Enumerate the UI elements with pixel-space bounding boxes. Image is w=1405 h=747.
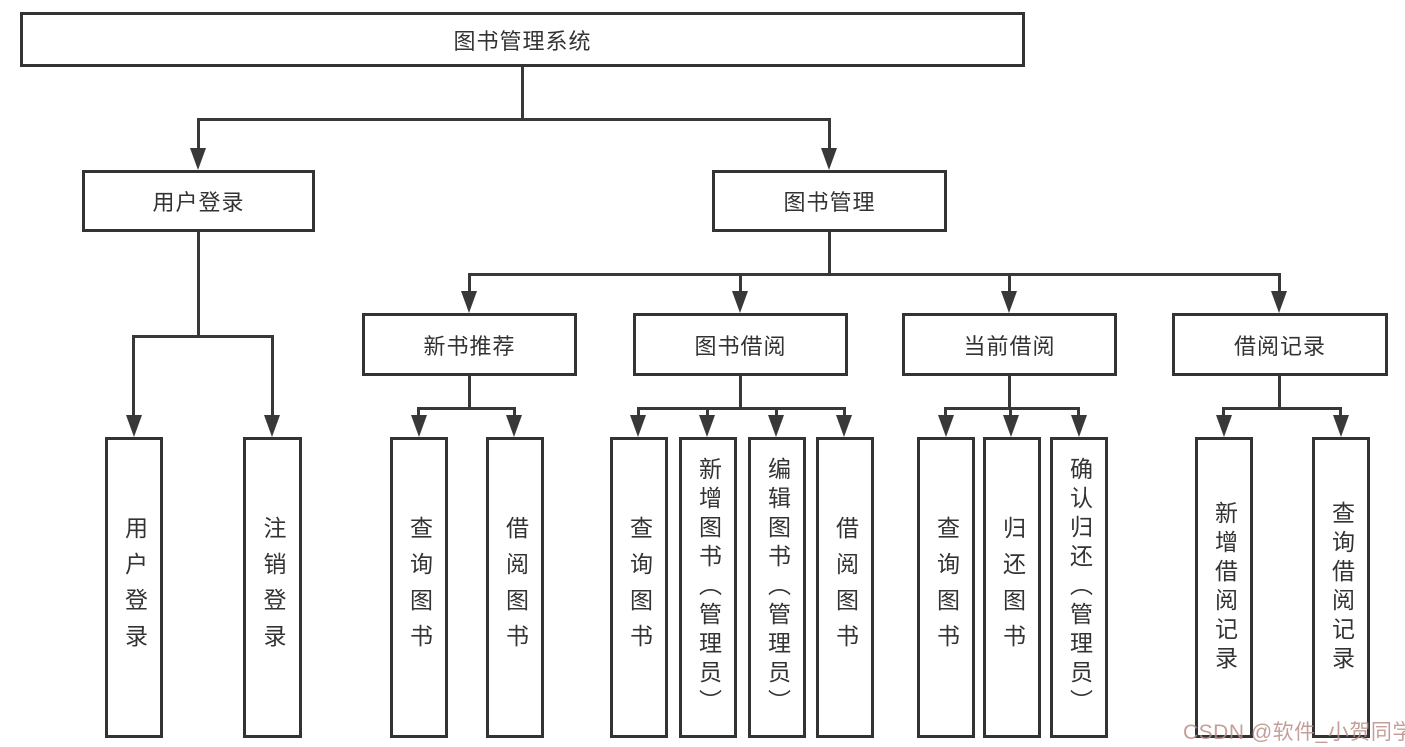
- connector-arrow: [836, 415, 852, 437]
- leaf-add-book-admin: 新增图书（管理员）: [679, 437, 737, 738]
- connector-arrow: [1333, 415, 1349, 437]
- leaf-query-borrow-record: 查询借阅记录: [1312, 437, 1370, 738]
- node-borrow-record: 借阅记录: [1172, 313, 1388, 376]
- connector-arrow: [506, 415, 522, 437]
- node-label: 查询借阅记录: [1328, 500, 1355, 675]
- node-label: 新书推荐: [423, 333, 516, 359]
- node-label: 用户登录: [121, 515, 148, 660]
- node-book-management: 图书管理: [712, 170, 947, 232]
- node-book-borrow: 图书借阅: [633, 313, 848, 376]
- leaf-add-borrow-record: 新增借阅记录: [1195, 437, 1253, 738]
- node-label: 查询图书: [406, 515, 433, 660]
- node-root: 图书管理系统: [20, 12, 1025, 67]
- connector-line: [513, 407, 516, 417]
- node-label: 查询图书: [626, 515, 653, 660]
- connector-line: [944, 407, 1080, 410]
- leaf-query-book-1: 查询图书: [390, 437, 448, 738]
- node-label: 借阅记录: [1233, 333, 1326, 359]
- leaf-user-login: 用户登录: [105, 437, 163, 738]
- connector-line: [706, 407, 709, 417]
- connector-arrow: [1216, 415, 1232, 437]
- node-label: 新增借阅记录: [1211, 500, 1238, 675]
- connector-arrow: [1071, 415, 1087, 437]
- connector-line: [1222, 407, 1225, 417]
- node-label: 借阅图书: [502, 515, 529, 660]
- leaf-return-book: 归还图书: [983, 437, 1041, 738]
- connector-line: [521, 67, 524, 118]
- connector-arrow: [732, 291, 748, 313]
- connector-line: [828, 232, 831, 273]
- connector-arrow: [768, 415, 784, 437]
- connector-arrow: [190, 148, 206, 170]
- connector-line: [132, 335, 135, 416]
- node-label: 借阅图书: [832, 515, 859, 660]
- connector-line: [944, 407, 947, 417]
- leaf-confirm-return-admin: 确认归还（管理员）: [1050, 437, 1108, 738]
- leaf-edit-book-admin: 编辑图书（管理员）: [748, 437, 806, 738]
- node-label: 当前借阅: [963, 333, 1056, 359]
- connector-line: [828, 118, 831, 149]
- node-label: 图书管理: [783, 190, 876, 215]
- leaf-query-book-3: 查询图书: [917, 437, 975, 738]
- node-label: 图书借阅: [694, 333, 787, 359]
- leaf-borrow-book-1: 借阅图书: [486, 437, 544, 738]
- node-label: 图书管理系统: [453, 28, 592, 54]
- node-label: 确认归还（管理员）: [1066, 457, 1093, 718]
- connector-arrow: [1003, 415, 1019, 437]
- node-label: 用户登录: [152, 190, 245, 215]
- connector-arrow: [630, 415, 646, 437]
- connector-line: [775, 407, 778, 417]
- connector-line: [468, 273, 1281, 276]
- connector-line: [1222, 407, 1342, 410]
- connector-line: [637, 407, 640, 417]
- connector-line: [197, 118, 831, 121]
- connector-line: [132, 335, 274, 338]
- connector-arrow: [264, 415, 280, 437]
- node-label: 注销登录: [260, 515, 286, 660]
- connector-line: [843, 407, 846, 417]
- connector-arrow: [938, 415, 954, 437]
- connector-line: [1339, 407, 1342, 417]
- connector-line: [739, 273, 742, 293]
- connector-line: [739, 376, 742, 407]
- connector-line: [1278, 273, 1281, 293]
- csdn-watermark: CSDN @软件_小贺同学: [1183, 721, 1405, 744]
- connector-line: [468, 273, 471, 293]
- connector-line: [637, 407, 846, 410]
- connector-arrow: [1001, 291, 1017, 313]
- connector-line: [1077, 407, 1080, 417]
- connector-line: [197, 232, 200, 335]
- connector-arrow: [699, 415, 715, 437]
- leaf-logout: 注销登录: [243, 437, 302, 738]
- connector-arrow: [126, 415, 142, 437]
- connector-line: [1008, 273, 1011, 293]
- connector-arrow: [411, 415, 427, 437]
- connector-line: [417, 407, 516, 410]
- connector-arrow: [461, 291, 477, 313]
- node-user-login: 用户登录: [82, 170, 315, 232]
- leaf-query-book-2: 查询图书: [610, 437, 668, 738]
- connector-arrow: [821, 148, 837, 170]
- leaf-borrow-book-2: 借阅图书: [816, 437, 874, 738]
- node-label: 归还图书: [999, 515, 1026, 660]
- connector-line: [271, 335, 274, 416]
- connector-line: [1008, 376, 1011, 407]
- node-label: 新增图书（管理员）: [695, 457, 722, 718]
- connector-line: [1278, 376, 1281, 407]
- connector-arrow: [1271, 291, 1287, 313]
- node-label: 查询图书: [933, 515, 960, 660]
- node-new-book-recommend: 新书推荐: [362, 313, 577, 376]
- connector-line: [417, 407, 420, 417]
- node-current-borrow: 当前借阅: [902, 313, 1117, 376]
- connector-line: [1009, 407, 1012, 417]
- connector-line: [468, 376, 471, 407]
- connector-line: [197, 118, 200, 149]
- node-label: 编辑图书（管理员）: [764, 457, 791, 718]
